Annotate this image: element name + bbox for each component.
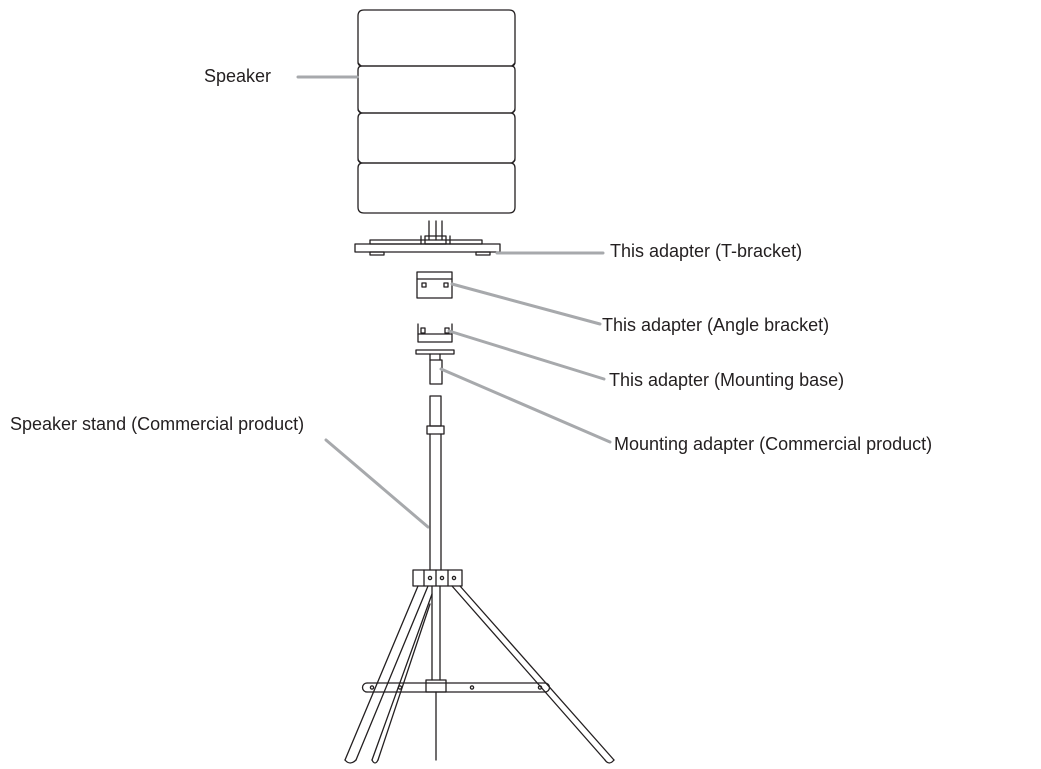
leader-speaker-stand xyxy=(324,438,430,529)
label-t-bracket: This adapter (T-bracket) xyxy=(610,241,803,261)
speaker-module-3 xyxy=(357,112,516,164)
leader-mounting-adapter xyxy=(439,367,612,444)
label-speaker-stand: Speaker stand (Commercial product) xyxy=(10,414,305,434)
leader-mounting-base xyxy=(447,329,606,381)
speaker-module-1 xyxy=(357,9,516,67)
speaker-module-4 xyxy=(357,162,516,214)
label-speaker: Speaker xyxy=(204,66,272,86)
label-angle-bracket: This adapter (Angle bracket) xyxy=(602,315,830,335)
speaker-module-2 xyxy=(357,65,516,114)
angle-bracket-drawing xyxy=(416,271,453,299)
t-bracket-drawing xyxy=(354,220,501,256)
leader-angle-bracket xyxy=(450,282,602,326)
mounting-adapter-drawing xyxy=(429,359,443,385)
mounting-base-drawing xyxy=(415,323,455,361)
label-mounting-base: This adapter (Mounting base) xyxy=(609,370,845,390)
speaker-stand-drawing xyxy=(344,395,615,764)
label-mounting-adapter: Mounting adapter (Commercial product) xyxy=(614,434,933,454)
speaker-drawing xyxy=(357,9,516,214)
